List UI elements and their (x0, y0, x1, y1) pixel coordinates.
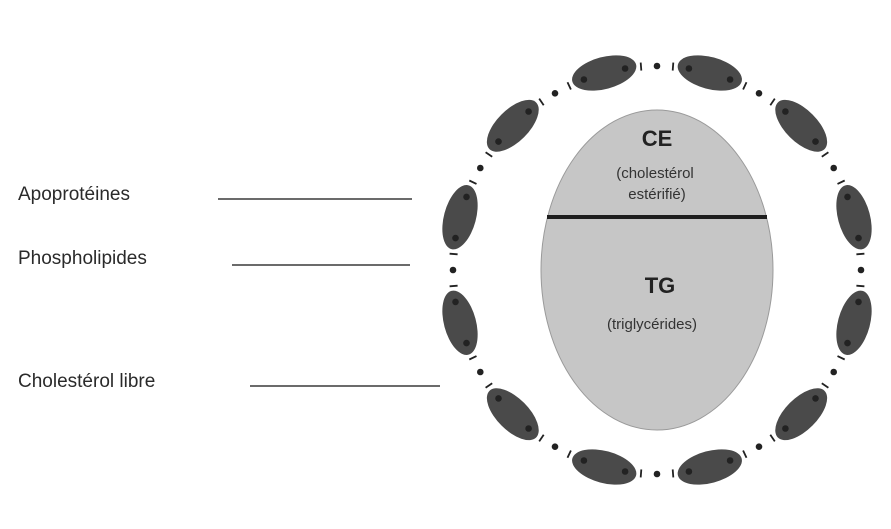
cholesterol-molecule-34 (641, 469, 642, 477)
ce-subtitle-line2: estérifié) (628, 186, 686, 203)
cholesterol-molecule-19 (856, 286, 864, 287)
label-apoproteines-group: Apoprotéines (18, 184, 412, 205)
phospholipid-head-13 (830, 165, 837, 172)
cholesterol-molecule-44 (469, 356, 476, 359)
phospholipid-head-23 (830, 369, 837, 376)
cholesterol-molecule-37 (568, 451, 571, 458)
phospholipid-head-26 (782, 425, 789, 432)
cholesterol-molecule-54 (486, 152, 493, 157)
phospholipid-head-8 (756, 90, 763, 97)
tg-title: TG (645, 273, 676, 298)
cholesterol-molecule-49 (450, 254, 458, 255)
apoprotein-3 (767, 91, 836, 160)
phospholipid-head-43 (477, 369, 484, 376)
phospholipid-head-21 (844, 340, 851, 347)
phospholipid-head-15 (844, 194, 851, 201)
label-cholesterol-libre-group: Cholestérol libre (18, 371, 440, 392)
phospholipid-head-31 (686, 468, 693, 475)
apoprotein-10 (436, 287, 484, 359)
apoprotein-6 (767, 380, 836, 449)
cholesterol-molecule-17 (856, 254, 864, 255)
phospholipid-head-5 (686, 65, 693, 72)
phospholipid-head-60 (581, 76, 588, 83)
label-apoproteines: Apoprotéines (18, 184, 130, 205)
cholesterol-molecule-39 (539, 435, 544, 442)
phospholipid-head-18 (858, 267, 865, 274)
phospholipid-head-6 (727, 76, 734, 83)
phospholipid-head-11 (812, 138, 819, 145)
phospholipid-head-28 (756, 443, 763, 450)
phospholipid-head-53 (477, 165, 484, 172)
apoprotein-1 (568, 49, 640, 97)
label-phospholipides-group: Phospholipides (18, 248, 410, 269)
cholesterol-molecule-52 (469, 181, 476, 184)
phospholipid-head-40 (525, 425, 532, 432)
core-oval (541, 110, 773, 430)
phospholipid-head-25 (812, 395, 819, 402)
apoprotein-12 (478, 91, 547, 160)
phospholipid-head-33 (654, 471, 661, 478)
phospholipid-head-30 (727, 457, 734, 464)
cholesterol-molecule-22 (838, 356, 845, 359)
apoprotein-2 (674, 49, 746, 97)
apoprotein-4 (830, 181, 878, 253)
phospholipid-head-51 (463, 194, 470, 201)
apoprotein-7 (674, 443, 746, 491)
phospholipid-head-20 (855, 299, 862, 306)
phospholipid-head-46 (452, 299, 459, 306)
cholesterol-molecule-42 (486, 383, 493, 388)
phospholipid-head-10 (782, 108, 789, 115)
phospholipid-head-55 (495, 138, 502, 145)
cholesterol-molecule-27 (770, 435, 775, 442)
cholesterol-molecule-4 (673, 63, 674, 71)
label-phospholipides: Phospholipides (18, 248, 147, 269)
apoprotein-9 (478, 380, 547, 449)
phospholipid-head-16 (855, 235, 862, 242)
cholesterol-molecule-12 (822, 152, 829, 157)
cholesterol-molecule-47 (450, 286, 458, 287)
phospholipid-head-36 (581, 457, 588, 464)
cholesterol-molecule-9 (770, 99, 775, 106)
lipid-core: CE (cholestérol estérifié) TG (triglycér… (541, 110, 773, 430)
phospholipid-head-1 (622, 65, 629, 72)
ce-title: CE (642, 126, 673, 151)
cholesterol-molecule-32 (673, 469, 674, 477)
label-cholesterol-libre: Cholestérol libre (18, 371, 155, 392)
phospholipid-head-41 (495, 395, 502, 402)
phospholipid-head-45 (463, 340, 470, 347)
apoprotein-8 (568, 443, 640, 491)
phospholipid-head-58 (552, 90, 559, 97)
phospholipid-head-56 (525, 108, 532, 115)
phospholipid-head-35 (622, 468, 629, 475)
phospholipid-head-3 (654, 63, 661, 70)
cholesterol-molecule-14 (838, 181, 845, 184)
ce-subtitle-line1: (cholestérol (616, 165, 694, 182)
cholesterol-molecule-29 (743, 451, 746, 458)
cholesterol-molecule-7 (743, 82, 746, 89)
phospholipid-head-38 (552, 443, 559, 450)
cholesterol-molecule-59 (568, 82, 571, 89)
cholesterol-molecule-2 (641, 63, 642, 71)
apoprotein-5 (830, 287, 878, 359)
apoprotein-11 (436, 181, 484, 253)
phospholipid-head-48 (450, 267, 457, 274)
phospholipid-head-50 (452, 235, 459, 242)
tg-subtitle: (triglycérides) (607, 316, 697, 333)
cholesterol-molecule-57 (539, 99, 544, 106)
cholesterol-molecule-24 (822, 383, 829, 388)
